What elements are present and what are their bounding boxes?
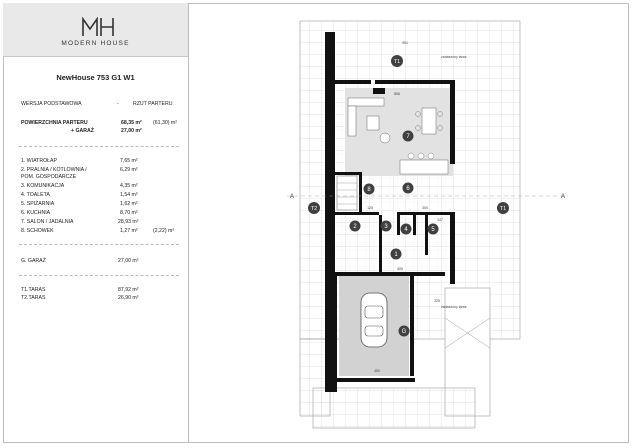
- room-marker-3: 3: [380, 220, 392, 232]
- room-value: 28,93 m²: [118, 219, 139, 225]
- room-value: 8,70 m²: [120, 210, 138, 216]
- dimension-label: 325: [434, 299, 440, 303]
- floor-plan-drawing: 1 2 3 4 5 6 7 8 G T1 T1 T2 A A zadaszony…: [287, 20, 568, 429]
- terrace-note: zadaszony taras: [441, 55, 467, 59]
- terrace-value: 26,90 m²: [118, 295, 139, 301]
- room-marker-8: 8: [363, 183, 375, 195]
- sofa-icon: [347, 97, 385, 137]
- terrace-label: T1.TARAS: [21, 287, 46, 293]
- dimension-label: 125: [367, 206, 373, 210]
- svg-text:T2: T2: [311, 206, 317, 212]
- room-marker-t2: T2: [308, 202, 320, 214]
- dimension-label: 856: [394, 92, 400, 96]
- svg-text:2: 2: [353, 224, 357, 230]
- kitchen-island-icon: [399, 152, 449, 175]
- terrace-note: zadaszony taras: [441, 305, 467, 309]
- svg-text:8: 8: [367, 187, 371, 193]
- brand-name: MODERN HOUSE: [61, 40, 130, 47]
- svg-text:1: 1: [394, 252, 398, 258]
- room-label: 2. PRALNIA / KOTLOWNIA /: [21, 167, 87, 173]
- car-icon: [360, 292, 388, 348]
- room-markers: 1 2 3 4 5 6 7 8 G T1 T1 T2: [308, 55, 509, 337]
- room-label: 8. SCHOWEK: [21, 228, 54, 234]
- room-label: 7. SALON / JADALNIA: [21, 219, 74, 225]
- dimension-label: 147: [437, 218, 443, 222]
- terrace-value: 87,92 m²: [118, 287, 139, 293]
- room-label: 4. TOALETA: [21, 192, 50, 198]
- svg-text:G: G: [402, 329, 407, 335]
- room-marker-5: 5: [427, 223, 439, 235]
- brand-logo-icon: [82, 17, 114, 36]
- view-label: RZUT PARTERU: [133, 101, 173, 107]
- room-marker-4: 4: [400, 223, 412, 235]
- armchair-icon: [379, 132, 391, 144]
- project-title: NewHouse 753 G1 W1: [56, 73, 135, 82]
- room-label: 3. KOMUNIKACJA: [21, 183, 65, 189]
- room-marker-t1: T1: [391, 55, 403, 67]
- room-label-continued: POM. GOSPODARCZE: [21, 174, 77, 180]
- driveway: [312, 387, 476, 429]
- area-label: POWIERZCHNIA PARTERU: [21, 120, 88, 126]
- room-label: 5. SPIŻARNIA: [21, 201, 55, 207]
- coffee-table-icon: [366, 115, 380, 131]
- room-value: 7,65 m²: [120, 158, 138, 164]
- sheet-border: [3, 3, 629, 443]
- room-marker-6: 6: [402, 182, 414, 194]
- floor-plan: 1 2 3 4 5 6 7 8 G T1 T1 T2 A A zadaszony…: [285, 18, 570, 442]
- divider: [19, 146, 179, 147]
- dimension-label: 405: [397, 267, 403, 271]
- version-label: WERSJA PODSTAWOWA: [21, 101, 82, 107]
- room-marker-7: 7: [402, 130, 414, 142]
- header-separator: -: [117, 101, 119, 107]
- area-alt-value: (61,30) m²: [153, 120, 177, 126]
- logo-box: MODERN HOUSE: [3, 3, 188, 57]
- room-value: 4,35 m²: [120, 183, 138, 189]
- dining-table-icon: [415, 107, 443, 135]
- room-marker-g: G: [398, 325, 410, 337]
- garage-row-label: G. GARAŻ: [21, 258, 46, 264]
- divider: [19, 275, 179, 276]
- room-marker-2: 2: [349, 220, 361, 232]
- garage-label: + GARAŻ: [71, 128, 94, 134]
- section-mark-left: A: [290, 194, 294, 200]
- walls: [325, 32, 455, 392]
- room-label: 1. WIATROŁAP: [21, 158, 57, 164]
- dimension-label: 450: [374, 369, 380, 373]
- svg-text:T1: T1: [500, 206, 506, 212]
- terrace-label: T2.TARAS: [21, 295, 46, 301]
- room-alt-value: (2,22) m²: [153, 228, 175, 234]
- svg-text:5: 5: [431, 227, 435, 233]
- garage-value: 27,00 m²: [121, 128, 142, 134]
- svg-text:4: 4: [404, 227, 408, 233]
- room-value: 1,54 m²: [120, 192, 138, 198]
- dimension-label: 951: [402, 41, 408, 45]
- room-marker-1: 1: [390, 248, 402, 260]
- garage-row-value: 27,00 m²: [118, 258, 139, 264]
- svg-text:6: 6: [406, 186, 410, 192]
- svg-text:7: 7: [406, 134, 410, 140]
- dimension-label: 300: [422, 206, 428, 210]
- room-value: 6,29 m²: [120, 167, 138, 173]
- divider: [19, 244, 179, 245]
- svg-text:T1: T1: [394, 59, 400, 65]
- staircase-icon: [336, 175, 358, 211]
- room-value: 1,62 m²: [120, 201, 138, 207]
- room-value: 1,27 m²: [120, 228, 138, 234]
- area-value: 68,35 m²: [121, 120, 142, 126]
- section-mark-right: A: [561, 194, 565, 200]
- room-marker-t1: T1: [497, 202, 509, 214]
- info-panel: MODERN HOUSE NewHouse 753 G1 W1 WERSJA P…: [3, 3, 189, 443]
- room-label: 6. KUCHNIA: [21, 210, 51, 216]
- svg-text:3: 3: [384, 224, 388, 230]
